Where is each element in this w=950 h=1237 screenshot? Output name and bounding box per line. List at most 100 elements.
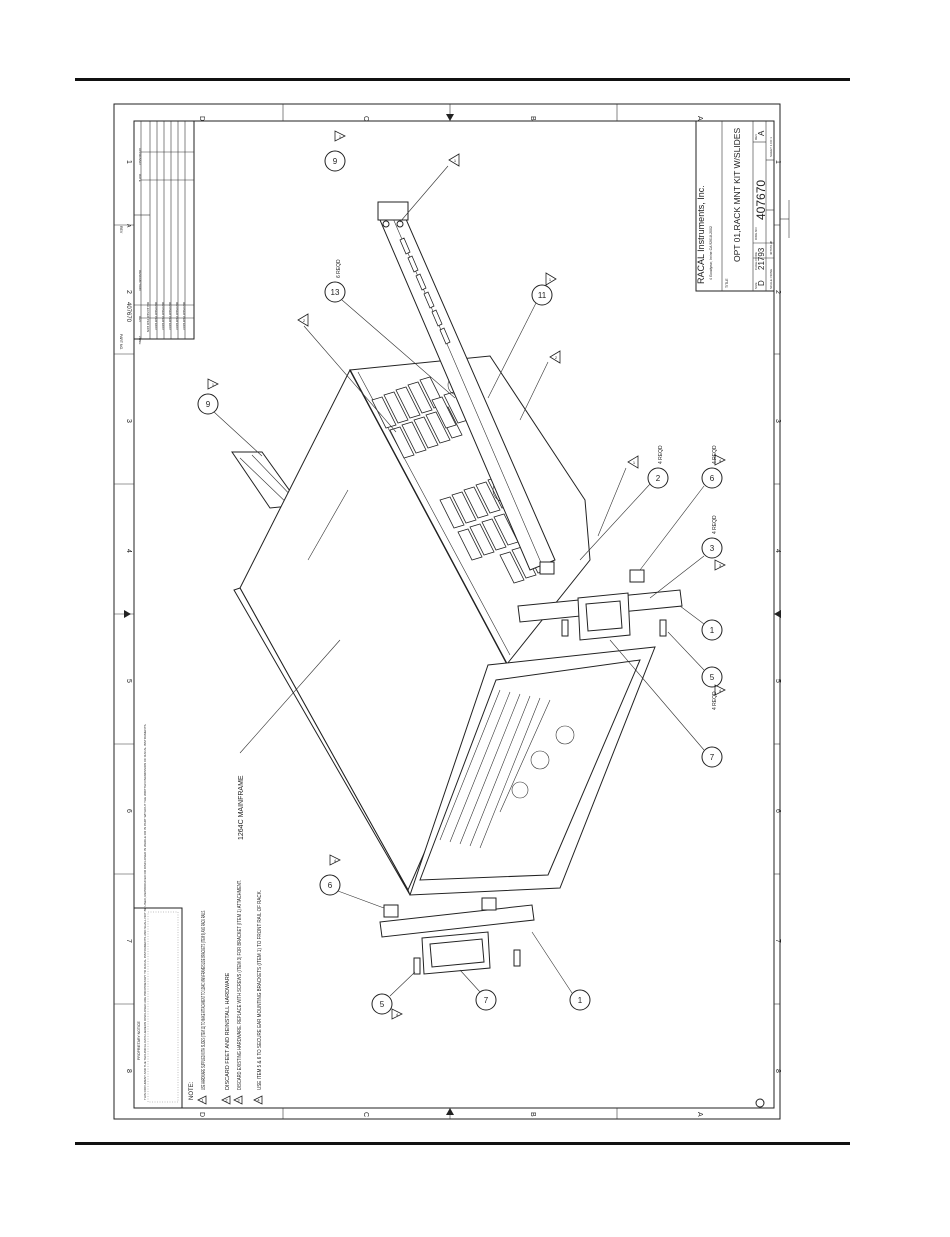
zone-bot-c: C [362,1112,369,1117]
svg-text:2: 2 [303,318,306,323]
svg-text:6 REQD: 6 REQD [336,259,342,278]
title-label: TITLE [725,278,729,288]
proprietary-text: THIS DOCUMENT AND THE TECHNICAL DATA HER… [143,723,147,1100]
callouts: 1264C MAINFRAME 9 1 13 6 REQD 11 1 9 [197,130,726,1020]
rev-col-approved: APPROVED [138,148,142,166]
dwg-no-label: DWG NO [754,227,758,240]
note-4-text: USE ITEM 5 & 6 TO SECURE EAR MOUNTING BR… [257,890,263,1090]
svg-text:4 REQD: 4 REQD [658,445,664,464]
note-2-text: DISCARD FEET AND REINSTALL HARDWARE [225,972,231,1090]
cage-label: CAGE CODE [754,252,758,270]
size-label: SIZE [754,282,758,289]
callout-balloon: 2 4 REQD [579,445,669,561]
svg-text:4 REQD: 4 REQD [712,691,718,710]
rev-part-label: PART NO. [119,334,123,350]
svg-text:7: 7 [710,753,715,762]
svg-text:1: 1 [339,134,342,139]
registration-mark [755,1098,765,1108]
rev-row-1: RELEASED PER ECN [146,302,150,332]
rev-row-5: REVISED PER ECO [175,302,179,330]
svg-text:4: 4 [719,458,722,463]
callout-balloon: 5 4 REQD 4 [667,631,726,710]
rev-row-3: REVISED PER ECO [161,302,165,330]
zone-right-2: 2 [774,290,781,294]
drawing-border [113,103,781,1120]
size-value: D [757,280,766,286]
zone-right-1: 1 [774,160,781,164]
svg-text:7: 7 [484,996,489,1005]
callout-balloon: 7 [609,639,723,768]
callout-balloon: 6 4 [319,854,385,909]
svg-text:4: 4 [396,1012,399,1017]
svg-text:5: 5 [710,673,715,682]
svg-text:13: 13 [331,288,340,297]
proprietary-heading: PROPRIETARY NOTICE [137,1020,141,1060]
note-3-num: 3 [237,1098,240,1103]
callout-balloon: 9 1 [324,130,346,172]
svg-text:4 REQD: 4 REQD [712,515,718,534]
rev-col-desc: DESCRIPTION [138,270,142,291]
zone-right-4: 4 [774,549,781,553]
svg-text:1: 1 [549,277,552,282]
rev-header: REV [119,226,123,234]
zone-bot-b: B [529,1112,536,1117]
zone-bot-a: A [696,1112,703,1117]
cage-value: 21793 [757,247,766,270]
note-1-text: USE HARDWARE SUPPLIED WITH SLIDES (ITEM … [201,910,207,1090]
svg-text:1: 1 [633,460,636,465]
zone-right-6: 6 [774,809,781,813]
notes-block: PROPRIETARY NOTICE THIS DOCUMENT AND THE… [133,723,263,1109]
drawing-title: OPT 01,RACK MNT KIT W/SLIDES [732,128,742,262]
zone-top-c: C [362,116,369,121]
zone-left-2: 2 [125,290,132,294]
title-block: RACAL Instruments, Inc. 4 Goodyear, Irvi… [695,120,790,292]
note-3-text: DISCARD EXISTING HARDWARE. REPLACE WITH … [237,880,243,1090]
ear-bracket-right [517,561,683,641]
front-slide-rail [377,201,556,571]
zone-right-8: 8 [774,1069,781,1073]
svg-text:1: 1 [454,158,457,163]
rev-value-tb: A [757,130,766,136]
note-2-num: 2 [225,1098,228,1103]
zone-left-8: 8 [125,1069,132,1073]
page-bottom-rule [75,1142,850,1145]
svg-text:5: 5 [380,1000,385,1009]
chassis-front-opening [419,659,641,881]
zone-top-a: A [696,116,703,121]
note-flag: 2 [297,313,397,433]
drawing-number: 407670 [754,180,768,220]
svg-text:4: 4 [334,858,337,863]
callout-balloon: 1 [531,931,591,1011]
company-address: 4 Goodyear, Irvine CA 92618-2002 [709,226,713,280]
callout-balloon: 7 [459,969,497,1011]
svg-text:2: 2 [656,474,661,483]
zone-left-7: 7 [125,939,132,943]
rev-col-rev: REV [138,316,142,322]
note-4-num: 4 [257,1098,260,1103]
rev-row-6: REVISED PER ECO [182,302,186,330]
svg-text:1: 1 [710,626,715,635]
zone-top-b: B [529,116,536,121]
svg-text:4: 4 [719,688,722,693]
mainframe-assembly [231,201,683,975]
note-1-num: 1 [201,1098,204,1103]
company-name: RACAL Instruments, Inc. [696,185,706,284]
note-flag: 1 [597,455,639,537]
zone-left-4: 4 [125,549,132,553]
svg-text:4 REQD: 4 REQD [712,445,718,464]
callout-balloon: 6 4 REQD 4 [639,445,726,571]
callout-balloon: 13 6 REQD [324,259,456,399]
zone-top-d: D [198,116,205,121]
zone-right-7: 7 [774,939,781,943]
note-flag: 1 [399,153,460,223]
rev-row-4: REVISED PER ECO [168,302,172,330]
sheet-label: SHEET 1 OF 1 [769,137,773,157]
zone-left-1: 1 [125,160,132,164]
callout-balloon: 3 4 REQD 3 [649,515,726,599]
rev-col-date: DATE [138,174,142,182]
card-guides [439,689,551,849]
svg-text:6: 6 [328,881,333,890]
rev-value: A [125,224,131,228]
file-label: 407670.dft [769,241,773,255]
